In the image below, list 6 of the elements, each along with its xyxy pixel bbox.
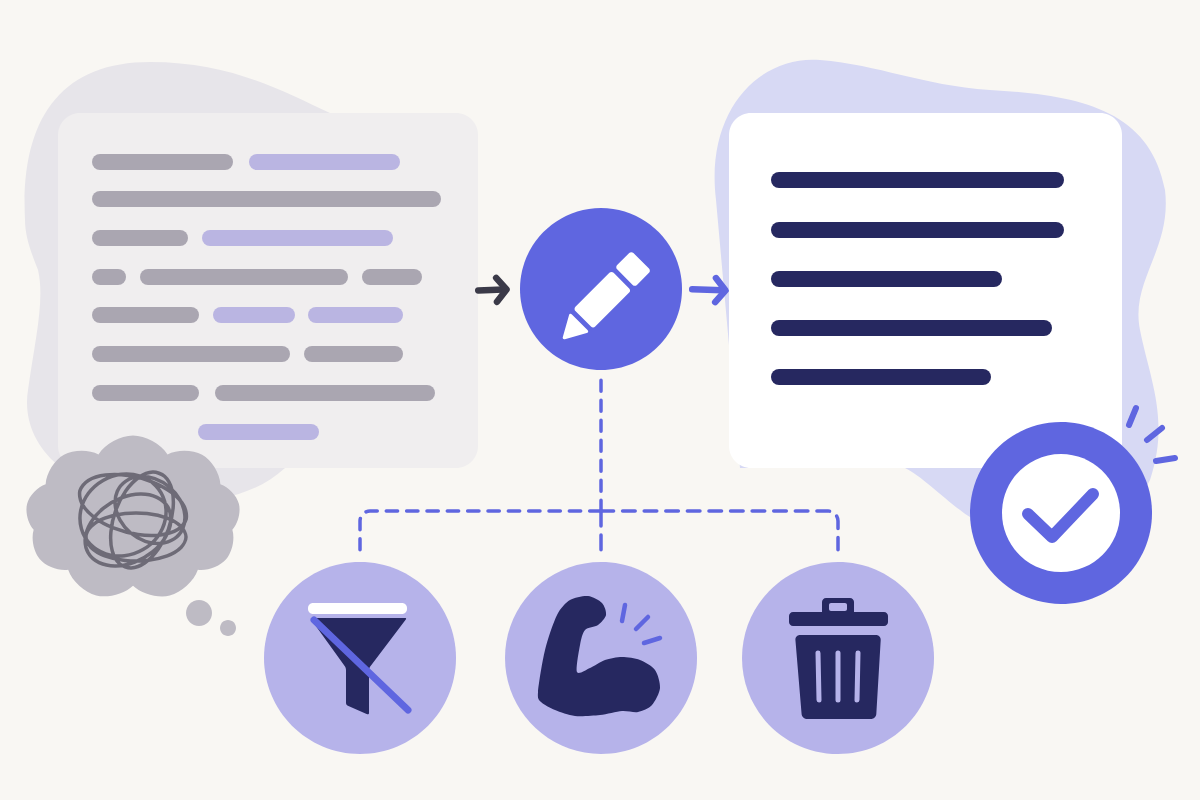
arrow [474, 274, 510, 306]
connector-line [599, 509, 840, 552]
arrow [688, 274, 729, 306]
connector-line [599, 509, 603, 552]
connector-line [358, 509, 603, 552]
thought-cloud [26, 435, 240, 597]
